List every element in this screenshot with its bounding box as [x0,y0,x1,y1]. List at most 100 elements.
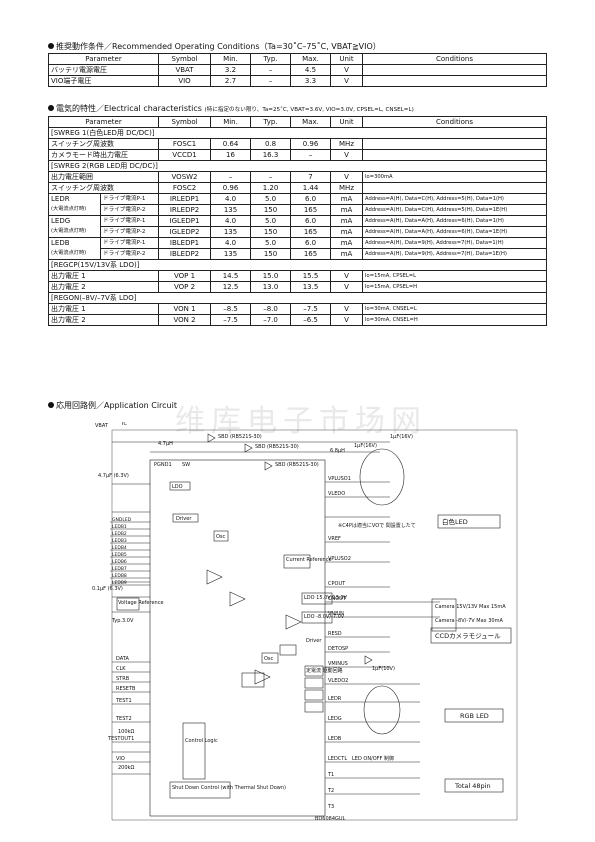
ledctl-pin: LEDCTL [328,756,347,762]
table-cell: 1.44 [290,182,332,194]
inductor-label: 4.7μH [158,441,173,447]
c4cap-note: ※C4Pは適当にVOで 間設置したて [338,522,416,529]
rec-section-title: 推奨動作条件／Recommended Operating Conditions（… [48,41,381,52]
table-cell [362,64,547,76]
sbd1-label: SBD (RB521S-30) [218,434,262,440]
table-cell: –8.5 [210,303,252,315]
section-row: [REGON(–8V/–7V系 LDO] [48,292,547,304]
rec-col-header: Conditions [362,53,547,65]
test1-pin: TEST1 [115,698,132,704]
table-cell: Io=15mA, CPSEL=H [362,281,547,293]
table-cell: VOP 1 [158,270,212,282]
regcp-block: 定電流 駆動回路 [306,667,343,674]
table-cell: 6.0 [290,215,332,227]
bullet-icon [48,402,54,408]
table-cell: 4.0 [210,237,252,249]
vpluso2-pin: VPLUSO2 [328,556,351,562]
table-cell: 0.96 [210,182,252,194]
table-cell: 出力電圧 2 [47,281,160,293]
bullet-icon [48,105,54,111]
sw-label: SW [182,462,190,468]
table-cell: V [330,314,364,326]
table-cell: VIO端子電圧 [48,75,159,87]
table-cell: Address=A(H), Data=9(H), Address=7(H), D… [362,237,547,249]
cap-1u2-label: 1μF(16V) [354,443,377,449]
strb-pin: STRB [116,676,130,682]
table-cell: IBLEDP1 [158,237,212,249]
table-cell: V [330,149,364,161]
table-cell: Address=A(H), Data=C(H), Address=5(H), D… [362,204,547,216]
table-cell: VOP 2 [158,281,212,293]
led-pin-label: LEDB4 [112,545,127,551]
table-cell: 0.64 [210,138,252,150]
table-cell [362,75,547,87]
table-cell: 出力電圧 2 [47,314,160,326]
led-pin-label: LEDB2 [112,531,127,537]
led-group-name: LEDR [48,193,101,205]
bd-part-label: BD6084GUL [315,816,346,822]
ic-label: IC [122,422,127,427]
table-cell: 1.20 [250,182,292,194]
table-cell: VCCD1 [158,149,212,161]
table-cell: mA [330,248,364,260]
sbd3-label: SBD (RB521S-30) [275,462,319,468]
cnout-pin: CNOUT [328,596,347,602]
vbat-label: VBAT [95,423,109,429]
table-cell: 3.3 [290,75,331,87]
led-onoff-label: LED ON/OFF 制御 [352,755,394,762]
sbd2-label: SBD (RB521S-30) [255,444,299,450]
ldo-cn-block: LDO -8.0V/-7.0V [304,614,345,620]
table-cell: Io=30mA, CNSEL=H [362,314,547,326]
vref-block: Voltage Reference [118,600,164,606]
clk-pin: CLK [116,666,126,672]
table-cell: 150 [250,248,292,260]
section-row: [REGCP(15V/13V系 LDO)] [48,259,547,271]
table-cell: 4.0 [210,215,252,227]
res-100k-label: 100kΩ [118,729,134,735]
table-cell: 出力電圧範囲 [47,171,160,183]
section-header: [REGCP(15V/13V系 LDO)] [48,259,547,271]
led-pin-label: LEDB7 [112,566,127,572]
led-group-note: (大電流点灯時) [48,204,101,216]
table-cell: MHz [330,182,364,194]
resd-pin: RESD [328,631,342,637]
table-cell: –7.5 [290,303,332,315]
elec-col-header: Conditions [362,116,547,128]
table-cell: 15.5 [290,270,332,282]
table-cell: 165 [290,204,332,216]
table-cell: V [330,303,364,315]
detosp-pin: DETOSP [328,646,348,652]
table-cell: ドライブ電流P-2 [99,226,160,238]
t3-pin: T3 [327,804,334,810]
table-cell: – [250,171,292,183]
watermark: 维库电子市场网 [175,404,427,439]
driver-block-1: Driver [176,516,192,522]
section-header: [REGON(–8V/–7V系 LDO] [48,292,547,304]
rec-col-header: Parameter [48,53,159,65]
bullet-icon [48,43,54,49]
total-pin-box [444,778,504,793]
table-cell: 135 [210,204,252,216]
vio-pin: VIO [116,756,125,762]
table-cell: mA [330,237,364,249]
cap-4u7-label: 4.7μF (6.3V) [98,473,129,479]
table-cell: ドライブ電流P-2 [99,204,160,216]
table-cell: IGLEDP2 [158,226,212,238]
led-group-note: (大電流点灯時) [48,226,101,238]
table-cell: 13.5 [290,281,332,293]
table-cell: 出力電圧 1 [47,303,160,315]
rgb-led-box [444,708,504,723]
elec-col-header: Unit [330,116,364,128]
table-cell: ドライブ電流P-1 [99,215,160,227]
table-cell: V [330,270,364,282]
table-cell: 5.0 [250,215,292,227]
ledg-pin: LEDG [328,716,342,722]
